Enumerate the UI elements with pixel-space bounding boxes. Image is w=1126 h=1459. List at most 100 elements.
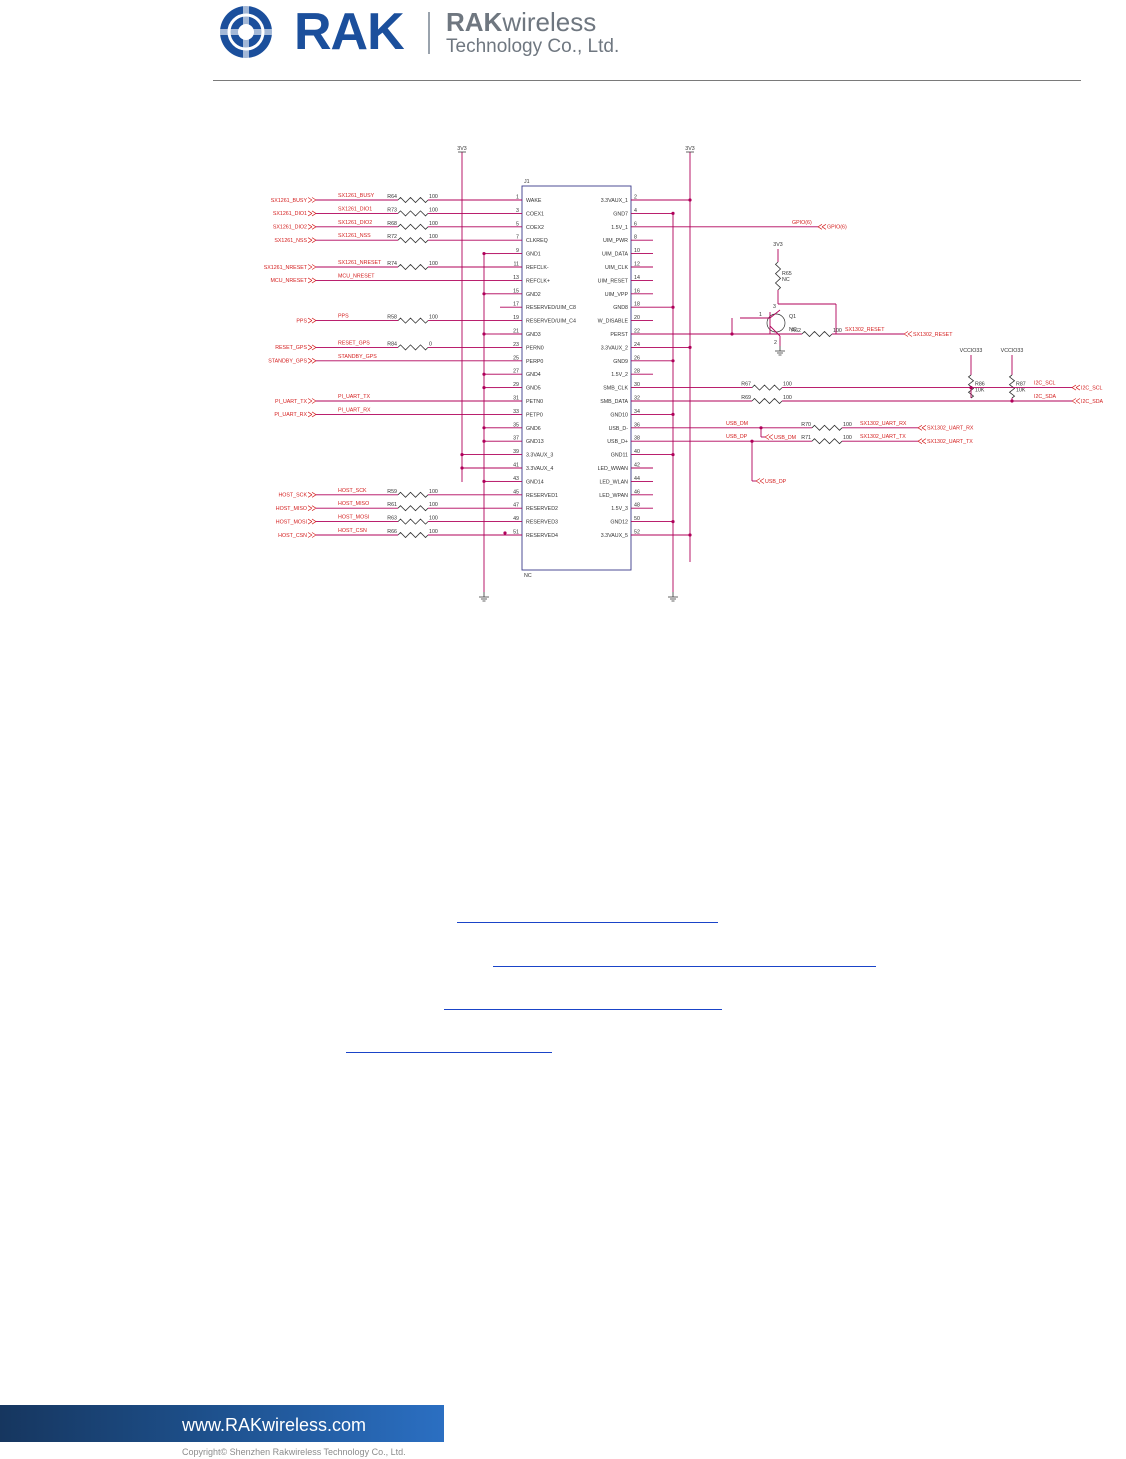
port-label: SX1261_BUSY [271, 198, 308, 204]
resistor-ref: R86 [975, 382, 985, 388]
pin-name: PETP0 [526, 412, 543, 418]
port-label: HOST_MISO [276, 506, 307, 512]
pin-name: PERP0 [526, 359, 543, 365]
port-label: HOST_SCK [278, 493, 307, 499]
junction-dot [482, 292, 486, 296]
junction-dot [688, 345, 692, 349]
resistor-value: NC [782, 277, 790, 283]
resistor-ref: R69 [741, 395, 751, 401]
port-label: I2C_SDA [1081, 399, 1104, 405]
company-name: Technology Co., Ltd. [446, 36, 620, 57]
pin-name: GND14 [526, 479, 544, 485]
net-label: PPS [338, 314, 349, 320]
connector-nc: NC [524, 573, 532, 579]
port-label: SX1261_NRESET [264, 265, 308, 271]
pin-name: 1.5V_2 [611, 372, 628, 378]
port-label: USB_DM [774, 435, 796, 441]
pin-number: 40 [634, 449, 640, 455]
footer-banner [0, 1405, 444, 1442]
resistor-value: 100 [429, 234, 438, 240]
port-label: SX1261_DIO1 [273, 211, 307, 217]
port-label: SX1302_UART_RX [927, 426, 974, 432]
junction-dot [503, 531, 507, 535]
net-label: USB_DM [726, 421, 748, 427]
wire [769, 309, 781, 319]
transistor-pin: 3 [773, 304, 776, 310]
pin-name: COEX2 [526, 225, 544, 231]
port-label: SX1261_DIO2 [273, 225, 307, 231]
port-arrow [307, 518, 317, 525]
footer-url[interactable]: www.RAKwireless.com [182, 1415, 367, 1435]
pin-name: GND1 [526, 252, 541, 258]
resistor-symbol [397, 531, 429, 539]
resistor-symbol [1008, 374, 1016, 399]
pin-name: PETN0 [526, 399, 543, 405]
pin-name: REFCLK+ [526, 278, 550, 284]
pin-name: COEX1 [526, 211, 544, 217]
resistor-symbol [751, 397, 783, 405]
pin-number: 38 [634, 436, 640, 442]
pin-number: 6 [634, 221, 637, 227]
pin-name: LED_WWAN [598, 466, 629, 472]
pin-number: 45 [513, 489, 519, 495]
hyperlink-underline-3[interactable] [444, 1009, 722, 1010]
pin-name: RESERVED4 [526, 533, 558, 539]
resistor-ref: R59 [387, 489, 397, 495]
hyperlink-underline-1[interactable] [457, 922, 718, 923]
pin-number: 51 [513, 530, 519, 536]
junction-dot [460, 453, 464, 457]
net-label: MCU_NRESET [338, 273, 375, 279]
pin-name: WAKE [526, 198, 542, 204]
pin-number: 27 [513, 369, 519, 375]
port-arrow [307, 492, 317, 498]
junction-dot [482, 439, 486, 443]
pin-number: 28 [634, 369, 640, 375]
transistor-value: NC [789, 327, 797, 333]
vcc-label: VCCIO33 [1001, 348, 1024, 354]
resistor-value: 100 [429, 261, 438, 267]
net-label: SX1261_DIO2 [338, 220, 372, 226]
pin-name: 1.5V_3 [611, 506, 628, 512]
resistor-symbol [397, 491, 429, 498]
resistor-ref: R63 [387, 516, 397, 522]
pin-name: W_DISABLE [598, 319, 629, 325]
pin-name: PERN0 [526, 345, 544, 351]
pin-number: 1 [516, 195, 519, 201]
resistor-ref: R74 [387, 261, 397, 267]
power-label-right: 3V3 [685, 146, 694, 152]
pin-name: REFCLK- [526, 265, 549, 271]
net-label: SX1261_NSS [338, 233, 371, 239]
pin-name: UIM_RESET [598, 278, 629, 284]
hyperlink-underline-4[interactable] [346, 1052, 552, 1053]
pin-number: 19 [513, 315, 519, 321]
resistor-symbol [397, 518, 429, 525]
pin-name: GND4 [526, 372, 541, 378]
brand-name: RAKwireless [446, 7, 597, 37]
pin-number: 21 [513, 329, 519, 335]
port-label: PI_UART_RX [274, 412, 307, 418]
net-label: SX1302_UART_RX [860, 421, 907, 427]
port-arrow [307, 317, 317, 324]
rak-logo-icon [220, 6, 272, 58]
resistor-symbol [811, 424, 843, 431]
port-label: GPIO(6) [827, 225, 847, 231]
pin-number: 15 [513, 288, 519, 294]
net-label: SX1261_BUSY [338, 193, 375, 199]
pin-name: GND12 [610, 520, 628, 526]
resistor-symbol [397, 317, 429, 324]
pin-number: 2 [634, 195, 637, 201]
pin-number: 37 [513, 436, 519, 442]
resistor-ref: R64 [387, 194, 397, 200]
junction-dot [482, 479, 486, 483]
pin-number: 49 [513, 516, 519, 522]
pin-name: GND11 [611, 453, 628, 459]
port-label: PPS [296, 318, 307, 324]
hyperlink-underline-2[interactable] [493, 966, 876, 967]
pin-number: 42 [634, 463, 640, 469]
net-label: I2C_SDA [1034, 394, 1057, 400]
port-arrow [755, 478, 765, 484]
net-label: RESET_GPS [338, 340, 370, 346]
net-label: PI_UART_RX [338, 407, 371, 413]
logo-wordmark: RAK [294, 3, 405, 61]
pin-number: 50 [634, 516, 640, 522]
